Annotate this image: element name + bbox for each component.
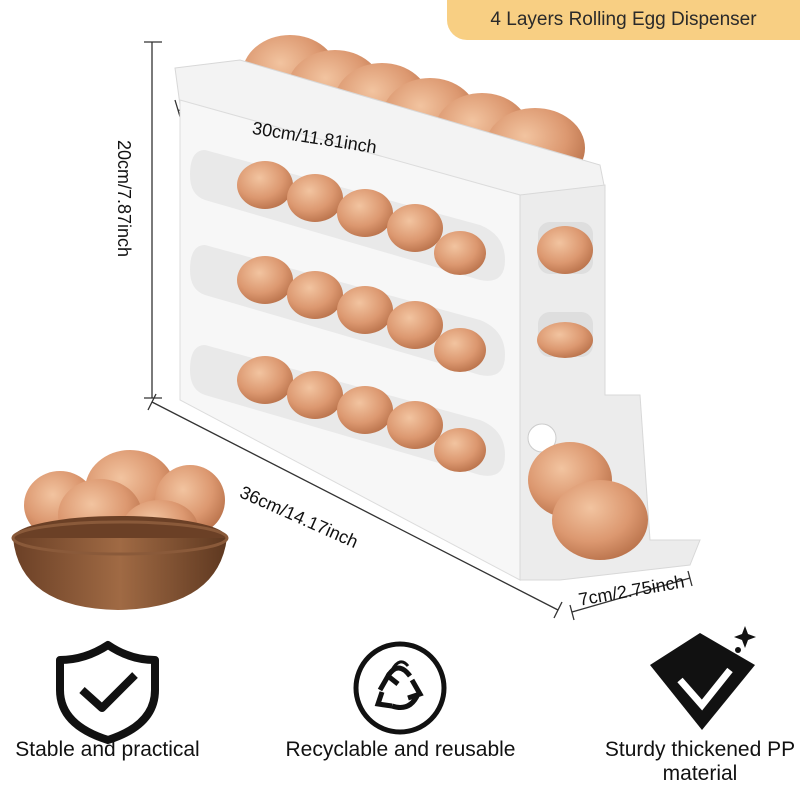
dimension-height: 20cm/7.87inch bbox=[114, 140, 134, 258]
diamond-check-icon bbox=[650, 626, 756, 730]
feature-stable: Stable and practical bbox=[15, 738, 200, 761]
egg-bowl bbox=[11, 450, 229, 610]
feature-recyclable: Recyclable and reusable bbox=[285, 738, 516, 761]
product-title: 4 Layers Rolling Egg Dispenser bbox=[490, 9, 757, 30]
dispenser-body bbox=[174, 59, 701, 581]
recycle-icon bbox=[353, 641, 447, 735]
title-badge: 4 Layers Rolling Egg Dispenser bbox=[447, 0, 800, 40]
feature-sturdy: Sturdy thickened PP material bbox=[604, 738, 796, 785]
slot-eggs bbox=[237, 161, 486, 472]
shield-check-icon bbox=[56, 641, 159, 744]
